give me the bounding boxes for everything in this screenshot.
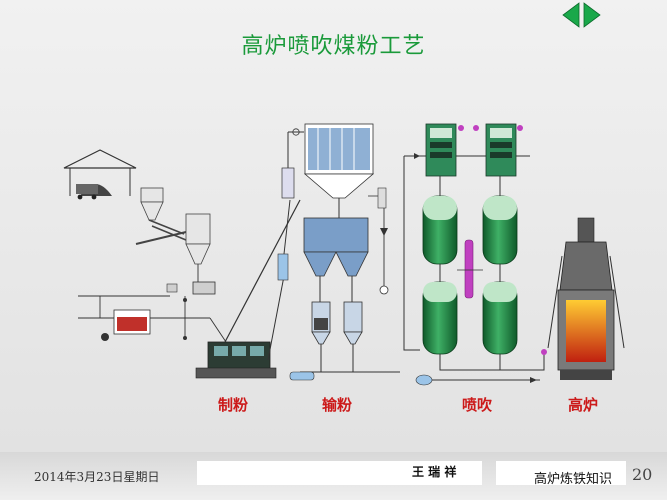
footer: 2014年3月23日星期日 王 瑞 祥 高炉炼铁知识 20 xyxy=(0,452,667,500)
control-panel-right xyxy=(485,123,517,177)
hot-stove-combustion xyxy=(78,295,210,341)
stage-label-conveying: 输粉 xyxy=(322,396,353,414)
equalizing-pipe xyxy=(457,239,483,299)
injection-tank-upper-right xyxy=(482,176,518,265)
pulverized-coal-pipe xyxy=(224,199,301,361)
injection-main-pipe xyxy=(415,349,547,386)
pressure-vessels xyxy=(289,301,400,381)
stage-label-grinding: 制粉 xyxy=(218,396,249,414)
footer-date: 2014年3月23日星期日 xyxy=(34,470,160,484)
footer-author-box xyxy=(197,461,482,485)
footer-topic: 高炉炼铁知识 xyxy=(534,472,613,487)
coal-mill-station xyxy=(195,317,277,379)
cyclone-separator xyxy=(281,128,304,199)
control-panel-left xyxy=(425,123,457,177)
injection-tank-upper-left xyxy=(422,176,458,265)
coal-feeder xyxy=(166,281,216,295)
stage-label-injection: 喷吹 xyxy=(462,396,493,414)
coal-bin xyxy=(185,213,211,282)
coal-shed xyxy=(63,149,137,200)
footer-topic-box xyxy=(496,461,626,485)
bag-filter xyxy=(303,123,375,218)
raw-coal-hopper xyxy=(135,187,187,245)
page-number: 20 xyxy=(632,465,653,484)
nitrogen-line xyxy=(368,187,389,295)
valve-markers xyxy=(458,125,523,131)
pulverized-coal-bin xyxy=(303,217,369,302)
slide-title: 高炉喷吹煤粉工艺 xyxy=(241,34,426,59)
footer-author: 王 瑞 祥 xyxy=(412,465,457,479)
blast-furnace xyxy=(547,217,625,380)
triangle-left-icon[interactable] xyxy=(562,2,580,28)
stage-label-furnace: 高炉 xyxy=(568,396,599,414)
injection-tank-lower-right xyxy=(482,264,518,355)
triangle-right-icon[interactable] xyxy=(583,2,601,28)
